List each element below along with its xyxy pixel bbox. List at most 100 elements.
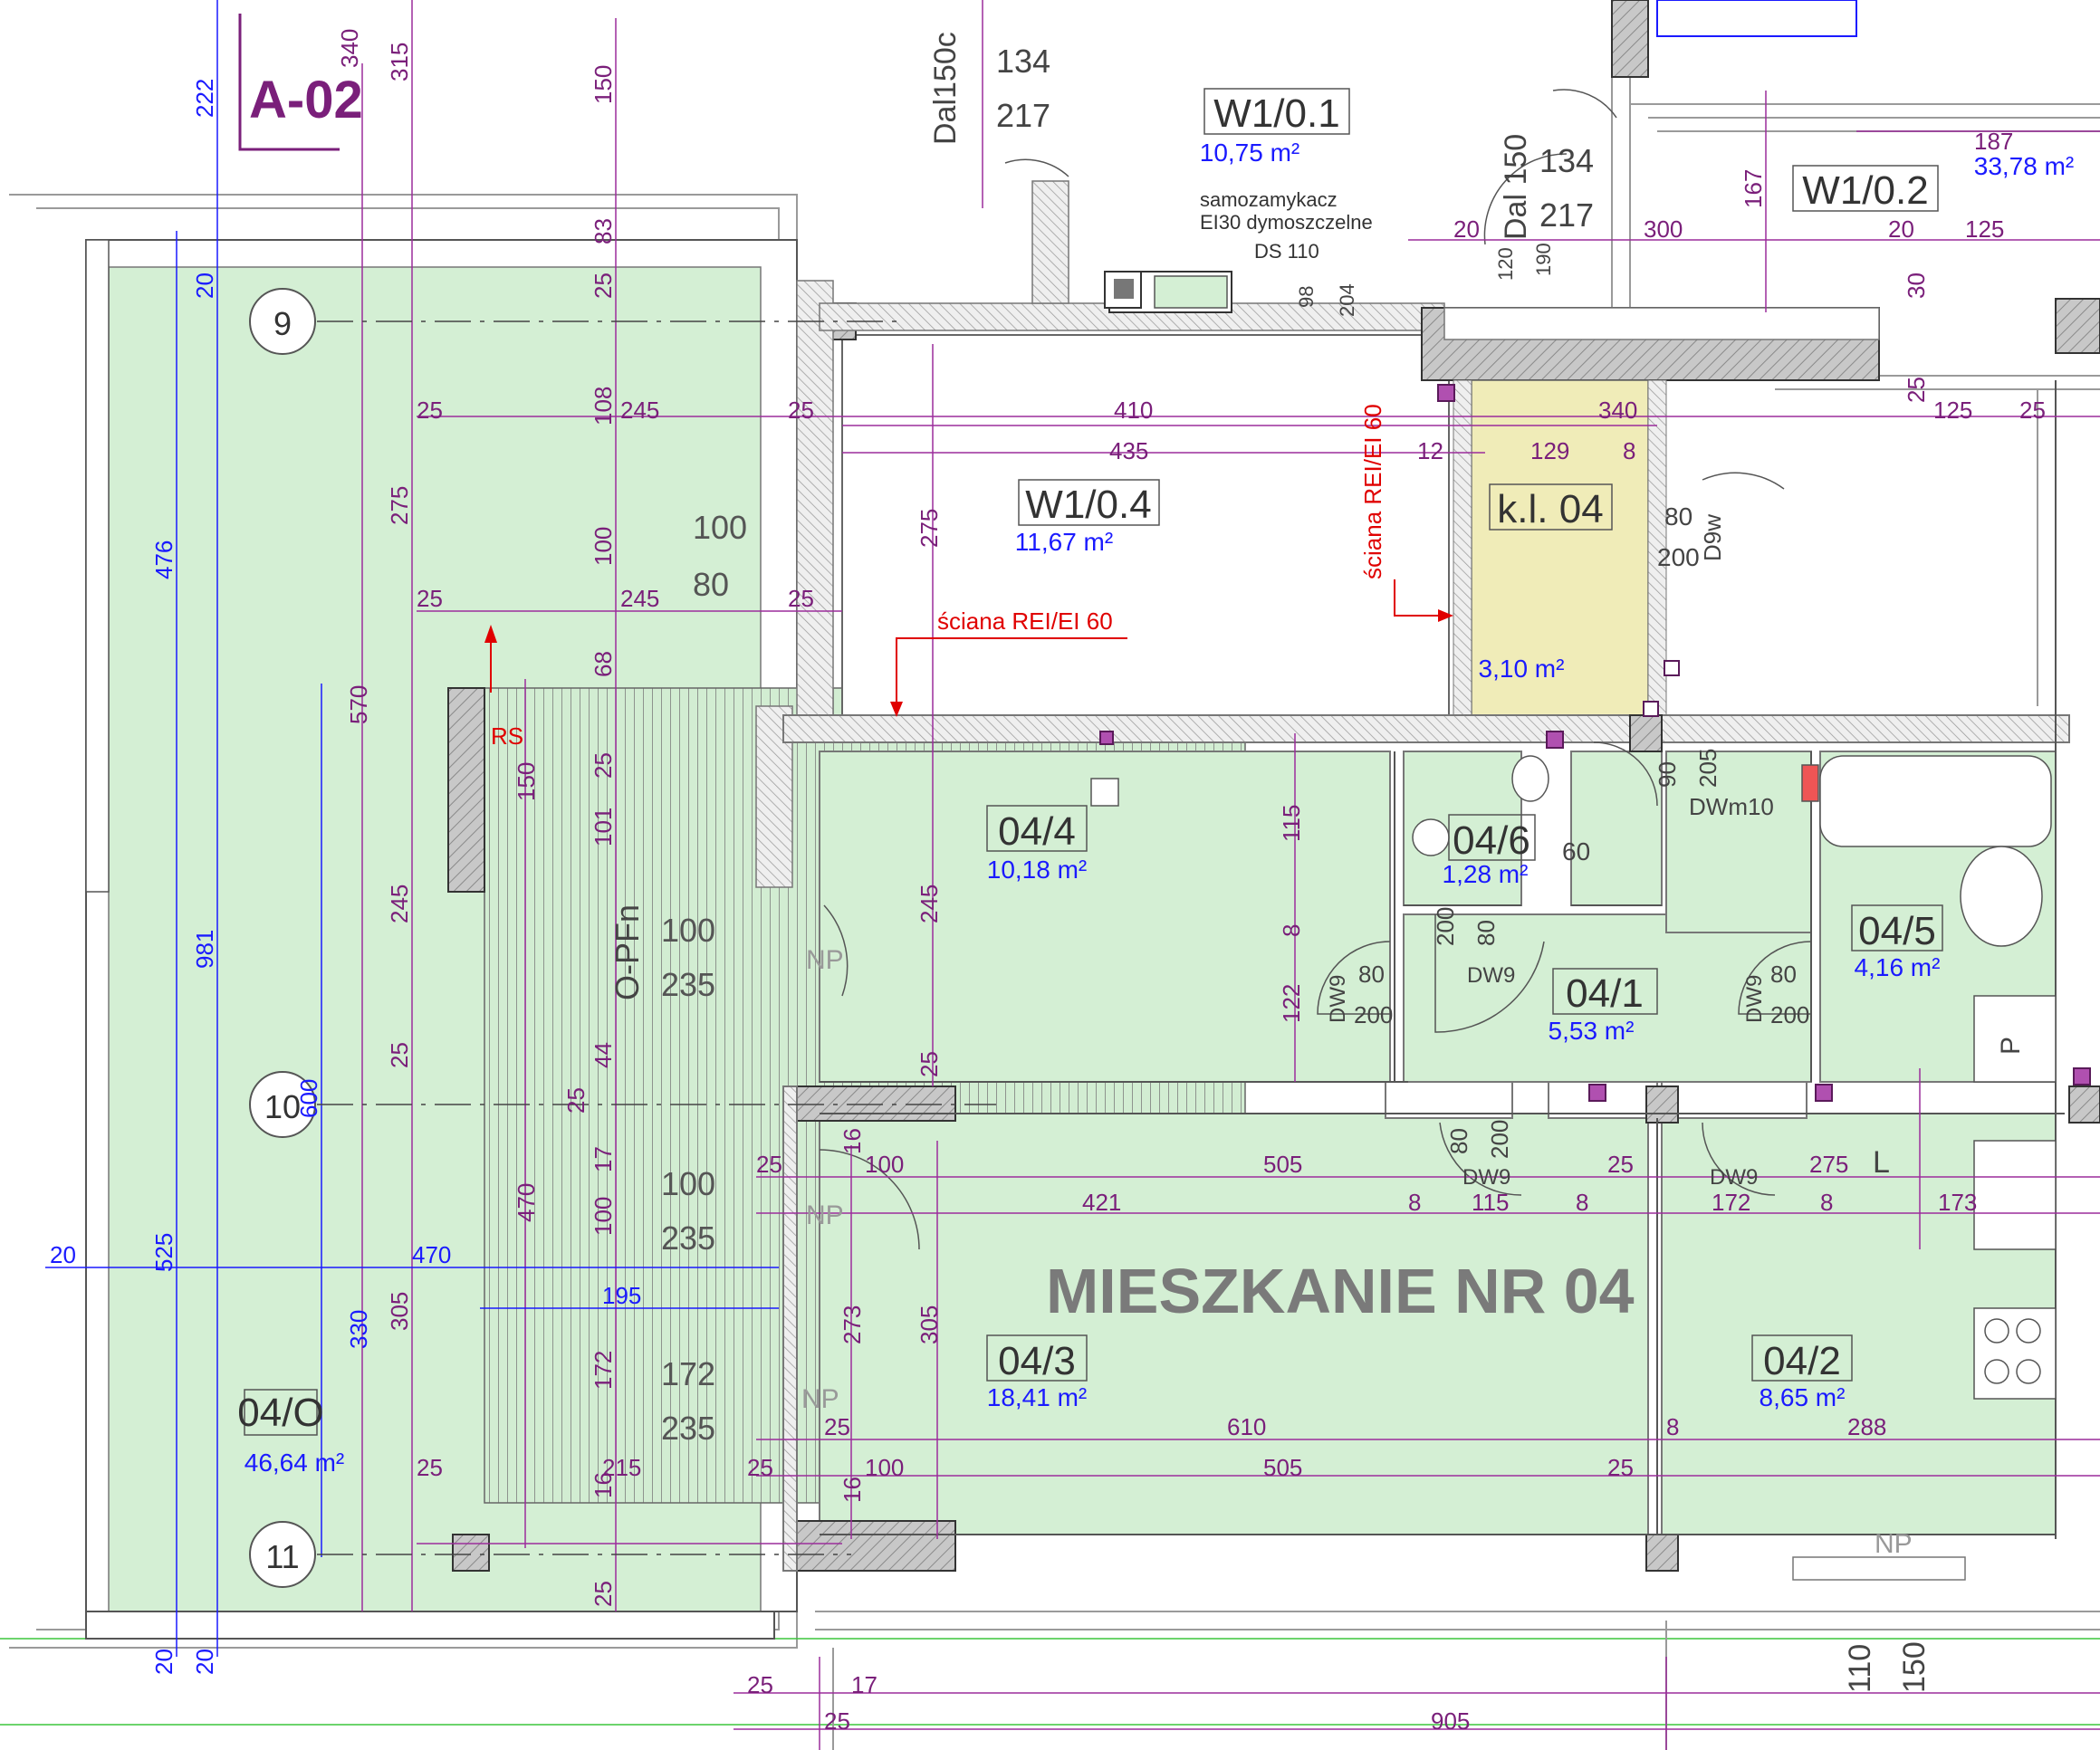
dim-value-blue: 222 [191,79,218,118]
room-code-kl04: k.l. 04 [1497,487,1603,531]
dim-value: 100 [661,912,715,949]
np-label-2: NP [806,1200,844,1230]
dim-value: 12 [1417,437,1443,464]
dim-value-blue: 20 [50,1241,76,1268]
door-dw9-3: DW9 [1742,975,1767,1023]
dim-value: 25 [824,1413,850,1440]
dim-value: 25 [1903,377,1930,403]
dim-value: 80 [1472,920,1500,946]
dal150-label: Dal 150 [1499,134,1533,240]
dim-value: 120 [1494,247,1517,281]
dim-value: 8 [1278,924,1305,937]
dim-value: 200 [1486,1120,1513,1159]
dim-value: 172 [1712,1189,1750,1216]
dim-value: 435 [1109,437,1148,464]
dim-value: 80 [1770,961,1797,988]
dim-value: 100 [693,509,747,546]
axis-bubble-11 [249,1521,316,1588]
dim-value: 315 [386,43,413,81]
dim-value: 245 [386,885,413,923]
d9w-label: D9w [1699,514,1726,561]
dim-value: 200 [1354,1001,1393,1028]
room-code-044: 04/4 [998,809,1076,854]
dim-value: 167 [1740,169,1767,208]
sheet-code: A-02 [249,71,363,129]
room-area-045: 4,16 m² [1855,953,1941,981]
dim-value: 125 [1933,397,1972,424]
dim-value: 80 [1664,502,1692,531]
dal150c-label: Dal150c [928,32,963,145]
dim-value: 25 [562,1087,590,1114]
annotations: samozamykacz EI30 dymoszczelne DS 110 O-… [609,32,2026,1559]
dim-value: 421 [1082,1189,1121,1216]
dim-value: 68 [590,651,617,677]
dim-value: 340 [1598,397,1637,424]
dim-value-blue: 470 [412,1241,451,1268]
dim-value: 25 [916,1051,943,1077]
dim-value: 25 [1607,1151,1634,1178]
room-area-kl04: 3,10 m² [1479,655,1565,683]
fixtures [1090,755,2057,1400]
dim-value-blue: 195 [602,1282,641,1309]
dim-value: 305 [916,1305,943,1344]
dim-value: 101 [590,808,617,846]
dim-value: 25 [417,585,443,612]
p-label: P [1996,1037,2026,1055]
dim-value: 190 [1532,243,1555,276]
dim-value: 300 [1644,215,1683,243]
dim-value: 150 [1897,1641,1932,1693]
dim-value: 187 [1974,128,2013,155]
dim-value: 122 [1278,984,1305,1023]
door-closer-note-1: samozamykacz [1200,188,1338,211]
dim-value: 25 [417,1454,443,1481]
np-label-3: NP [801,1384,839,1414]
dim-value: 125 [1965,215,2004,243]
dim-value: 245 [620,585,659,612]
dim-value: 129 [1530,437,1569,464]
dim-value: 20 [1453,215,1480,243]
dim-value: 150 [590,65,617,104]
dim-value: 17 [590,1146,617,1172]
dim-value-blue: 981 [191,930,218,969]
door-dw9-4: DW9 [1462,1165,1510,1190]
dim-value: 172 [590,1351,617,1390]
dim-value: 8 [1666,1413,1679,1440]
dim-value-blue: 20 [150,1649,177,1675]
room-code-w104: W1/0.4 [1025,483,1151,527]
dim-value: 25 [747,1671,773,1698]
structural-walls [782,298,2100,1572]
dim-value: 83 [590,218,617,244]
dim-value: 173 [1938,1189,1977,1216]
terrace [85,239,1246,1640]
dim-value: 340 [336,29,363,68]
dim-value: 245 [620,397,659,424]
dimension-values: 340 315 150 83 25 108 100 68 25 101 44 1… [50,29,2046,1735]
room-code-046: 04/6 [1453,818,1530,863]
room-area-w102: 33,78 m² [1974,152,2075,180]
room-code-043: 04/3 [998,1339,1076,1383]
dim-value: 610 [1227,1413,1266,1440]
np-label-4: NP [1875,1529,1913,1559]
grid-axes: 9 10 11 [249,288,996,1588]
ds-note: DS 110 [1254,240,1319,263]
stair-cage-kl04 [1471,379,1649,716]
dim-value: 25 [590,273,617,299]
room-area-w101: 10,75 m² [1200,139,1300,167]
dim-value: 570 [345,685,372,724]
dim-value: 134 [1539,142,1594,179]
dim-value: 98 [1295,286,1318,308]
apartment-title: MIESZKANIE NR 04 [1046,1256,1635,1326]
dim-value: 470 [513,1183,540,1222]
sheet-label: A-02 [238,14,363,151]
dim-value: 25 [824,1707,850,1735]
dim-value: 60 [1562,837,1590,865]
dim-value: 8 [1820,1189,1833,1216]
dim-value: 25 [788,397,814,424]
dim-value: 80 [1358,961,1385,988]
dim-value: 100 [590,527,617,566]
dim-value: 305 [386,1292,413,1331]
dim-value: 217 [996,97,1050,134]
dimension-lines-blue [45,0,779,1657]
dim-value: 115 [1472,1189,1509,1216]
